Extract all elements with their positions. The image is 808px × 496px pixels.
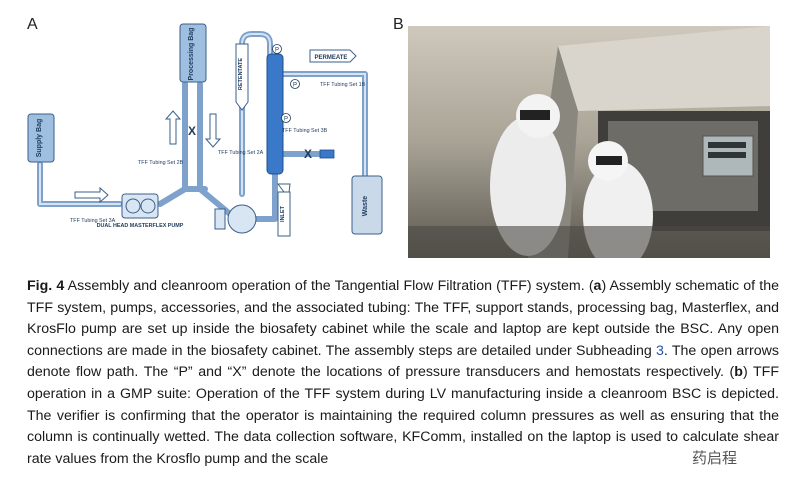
cleanroom-photo <box>408 26 770 258</box>
supply-bag-shape <box>27 113 55 163</box>
supply-bag-label: Supply Bag <box>36 119 43 158</box>
figure-caption: Fig. 4 Assembly and cleanroom operation … <box>27 276 779 470</box>
caption-text: ) TFF operation in a GMP suite: Operatio… <box>27 364 779 467</box>
panel-b-label: B <box>393 16 404 33</box>
processing-bag-label: Processing Bag <box>188 28 195 81</box>
pump-label: DUAL HEAD MASTERFLEX PUMP <box>97 223 184 229</box>
caption-part-b: b <box>734 364 743 381</box>
tubing-2a-label: TFF Tubing Set 2A <box>218 150 264 156</box>
watermark: 药启程 <box>690 447 740 468</box>
permeate-label: PERMEATE <box>315 55 348 61</box>
inlet-label: INLET <box>280 205 286 222</box>
hemostat-marker: X <box>188 124 196 138</box>
tubing-2b-label: TFF Tubing Set 2B <box>138 160 184 166</box>
svg-text:P: P <box>284 117 288 123</box>
figure-label: Fig. 4 <box>27 278 65 294</box>
pressure-transducer-marker: P <box>272 44 282 54</box>
processing-bag-shape <box>179 23 207 83</box>
pressure-transducer-marker: P <box>290 79 300 89</box>
tubing-1b-label: TFF Tubing Set 1B <box>320 82 366 88</box>
tubing-3a-label: TFF Tubing Set 3A <box>70 218 116 224</box>
svg-text:P: P <box>293 83 297 89</box>
retentate-arrow-icon <box>235 43 249 111</box>
caption-text: . The open arrows denote flow path. The … <box>27 342 780 381</box>
caption-part-a: a <box>593 278 602 294</box>
subheading-link[interactable]: 3 <box>656 342 664 359</box>
flow-arrow-icon <box>204 113 222 148</box>
flow-arrow-icon <box>164 110 182 145</box>
svg-text:P: P <box>275 48 279 54</box>
tubing-3b-label: TFF Tubing Set 3B <box>282 128 328 134</box>
flow-arrow-icon <box>74 186 109 204</box>
waste-label: Waste <box>362 196 369 216</box>
caption-text: Assembly and cleanroom operation of the … <box>64 278 594 294</box>
hemostat-marker: X <box>304 147 312 161</box>
krosflo-pump-shape <box>227 204 257 234</box>
retentate-label: RETENTATE <box>238 58 244 91</box>
permeate-arrow-icon <box>309 49 357 63</box>
pressure-transducer-marker: P <box>281 113 291 123</box>
tff-column-shape <box>266 53 284 175</box>
caption-text: ) Assembly schematic of the TFF system, … <box>27 278 779 359</box>
tff-assembly-schematic: Supply Bag Processing Bag Waste DUAL HEA… <box>27 23 383 237</box>
waste-bottle-shape <box>351 175 383 235</box>
panel-a-label: A <box>27 16 38 33</box>
